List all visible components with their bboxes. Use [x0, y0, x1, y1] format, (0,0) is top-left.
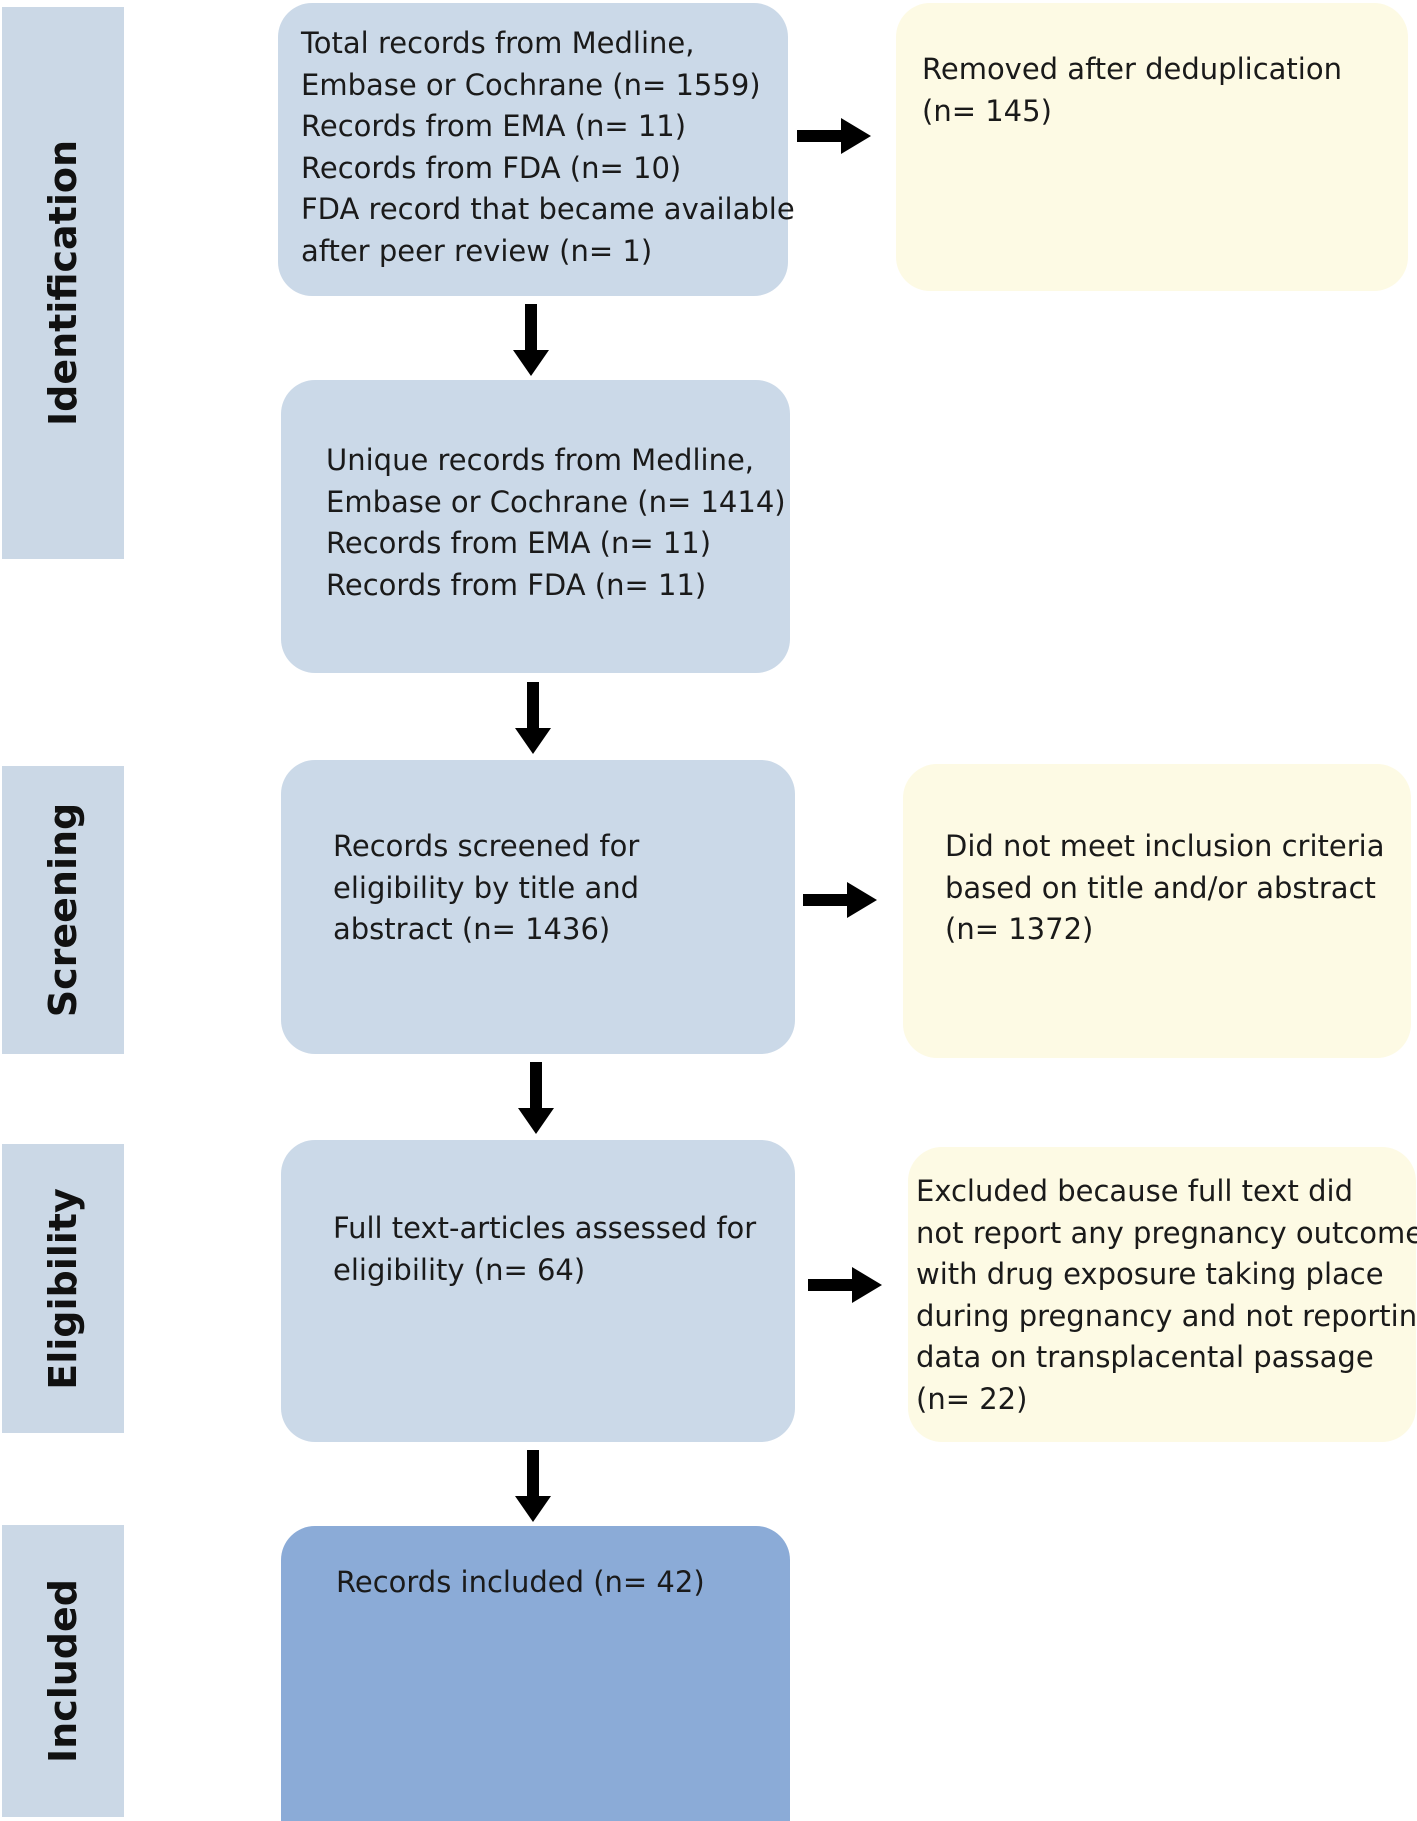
not-met-criteria-line: based on title and/or abstract [945, 870, 1376, 905]
screened-line: abstract (n= 1436) [333, 912, 611, 946]
full-text-line: eligibility (n= 64) [333, 1252, 586, 1287]
unique-records-line: Records from FDA (n= 11) [326, 567, 707, 602]
not-met-criteria-line: Did not meet inclusion criteria [945, 829, 1385, 863]
full-text-line: Full text-articles assessed for [333, 1211, 757, 1245]
arrow-down-icon [515, 682, 551, 754]
excluded-full-text-line: (n= 22) [916, 1381, 1028, 1416]
excluded-full-text-line: with drug exposure taking place [916, 1257, 1384, 1291]
total-records-line: Records from FDA (n= 10) [301, 150, 682, 185]
arrow-right-icon [808, 1267, 882, 1303]
total-records-line: FDA record that became available [301, 192, 795, 226]
arrow-down-icon [515, 1450, 551, 1522]
included-box: Records included (n= 42) [281, 1526, 790, 1821]
total-records-line: after peer review (n= 1) [301, 233, 653, 268]
total-records-box: Total records from Medline, Embase or Co… [278, 3, 795, 296]
unique-records-line: Records from EMA (n= 11) [326, 526, 712, 560]
phase-identification: Identification [2, 7, 124, 559]
not-met-criteria-line: (n= 1372) [945, 912, 1094, 946]
excluded-full-text-box: Excluded because full text did not repor… [908, 1147, 1417, 1442]
arrow-right-icon [797, 118, 871, 154]
total-records-line: Total records from Medline, [301, 26, 695, 60]
removed-dedup-box: Removed after deduplication (n= 145) [896, 3, 1408, 291]
included-line: Records included (n= 42) [336, 1565, 705, 1599]
phase-identification-label: Identification [41, 139, 85, 427]
phase-screening: Screening [2, 766, 124, 1054]
phase-eligibility: Eligibility [2, 1144, 124, 1433]
excluded-full-text-line: Excluded because full text did [916, 1174, 1353, 1208]
phase-screening-label: Screening [41, 802, 85, 1018]
excluded-full-text-line: not report any pregnancy outcomes [916, 1215, 1417, 1250]
arrow-down-icon [513, 304, 549, 376]
unique-records-line: Embase or Cochrane (n= 1414) [326, 484, 786, 519]
unique-records-box: Unique records from Medline, Embase or C… [281, 380, 790, 673]
removed-dedup-line: Removed after deduplication [922, 52, 1342, 86]
phase-included-label: Included [41, 1579, 85, 1763]
phase-eligibility-label: Eligibility [41, 1187, 85, 1390]
excluded-full-text-line: data on transplacental passage [916, 1340, 1374, 1374]
screened-line: Records screened for [333, 829, 640, 863]
screened-line: eligibility by title and [333, 870, 640, 905]
phase-included: Included [2, 1525, 124, 1817]
screened-box: Records screened for eligibility by titl… [281, 760, 795, 1054]
excluded-full-text-line: during pregnancy and not reporting [916, 1298, 1417, 1333]
total-records-line: Records from EMA (n= 11) [301, 109, 687, 143]
arrow-down-icon [518, 1062, 554, 1134]
removed-dedup-line: (n= 145) [922, 93, 1052, 128]
full-text-box: Full text-articles assessed for eligibil… [281, 1140, 795, 1442]
total-records-line: Embase or Cochrane (n= 1559) [301, 67, 761, 102]
unique-records-line: Unique records from Medline, [326, 443, 755, 477]
arrow-right-icon [803, 882, 877, 918]
not-met-criteria-box: Did not meet inclusion criteria based on… [903, 764, 1411, 1058]
